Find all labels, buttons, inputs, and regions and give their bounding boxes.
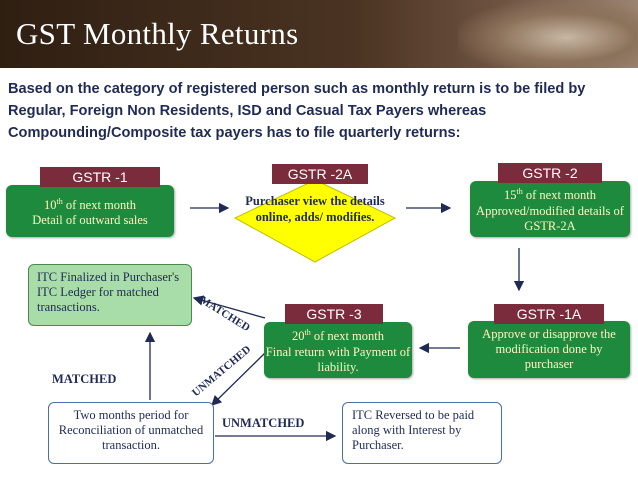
gstr1-description: Detail of outward sales — [32, 213, 148, 228]
page-title: GST Monthly Returns — [16, 16, 299, 51]
gstr1-box: 10th of next month Detail of outward sal… — [6, 185, 174, 237]
gstr2a-diamond — [233, 179, 397, 263]
unmatched-label: UNMATCHED — [222, 416, 305, 430]
gstr1a-description: Approve or disapprove the modification d… — [482, 327, 616, 371]
gstr3-due-date: 20th of next month — [292, 328, 384, 344]
gstr3-description: Final return with Payment of liability. — [265, 344, 411, 374]
header-banner: GST Monthly Returns — [0, 0, 638, 68]
gstr2a-description: Purchaser view the details online, adds/… — [245, 194, 385, 224]
matched-label: MATCHED — [52, 372, 117, 386]
itc-finalized-box: ITC Finalized in Purchaser's ITC Ledger … — [28, 264, 192, 326]
intro-text: Based on the category of registered pers… — [8, 81, 586, 141]
gstr1-tab: GSTR -1 — [40, 167, 160, 187]
arrow-gstr3-to-reconciliation — [211, 351, 267, 406]
gstr2-description: Approved/modified details of GSTR-2A — [476, 203, 624, 233]
gstr2-box: 15th of next month Approved/modified det… — [470, 181, 630, 237]
arrow-gstr3-to-itc-finalized — [192, 295, 266, 319]
gstr2a-tab: GSTR -2A — [272, 164, 368, 184]
gstr3-tab: GSTR -3 — [285, 304, 383, 324]
gstr3-box: 20th of next month Final return with Pay… — [264, 322, 412, 378]
gstr1a-box: Approve or disapprove the modification d… — [468, 321, 630, 378]
reconciliation-box: Two months period for Reconciliation of … — [48, 402, 214, 464]
gstr1a-tab: GSTR -1A — [494, 304, 604, 324]
gstr1-due-date: 10th of next month — [44, 196, 136, 213]
gstr2-tab: GSTR -2 — [498, 163, 602, 183]
itc-reversed-box: ITC Reversed to be paid along with Inter… — [342, 402, 502, 464]
header-photo — [458, 0, 638, 68]
gstr2-due-date: 15th of next month — [504, 187, 596, 203]
